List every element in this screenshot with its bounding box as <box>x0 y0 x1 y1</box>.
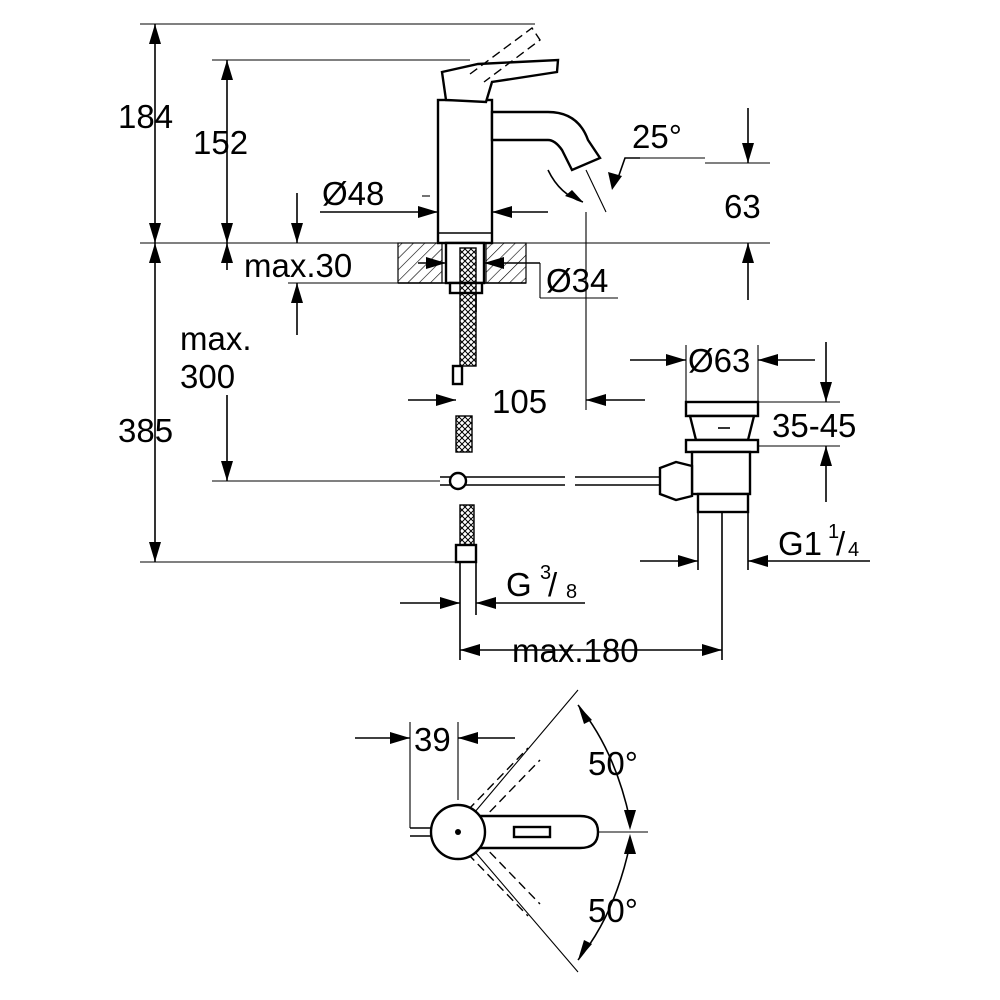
label-max-30: max.30 <box>244 247 352 284</box>
supply-hose-upper <box>459 247 477 367</box>
side-elevation-view <box>140 23 870 660</box>
label-reach-105: 105 <box>492 383 547 420</box>
supply-connector <box>454 543 478 564</box>
label-max-180: max.180 <box>512 632 639 669</box>
faucet-spout <box>490 110 602 172</box>
faucet-body <box>436 98 494 245</box>
label-angle-25: 25° <box>632 118 682 155</box>
swing-line-upper <box>457 689 579 833</box>
label-waste-thread: G1 <box>778 525 822 562</box>
lever-position-upper <box>467 747 541 823</box>
label-swing-top: 50° <box>588 745 638 782</box>
label-waste-thread-den: 4 <box>848 539 859 561</box>
lever-position-lower <box>467 841 541 917</box>
dim-reach-105 <box>408 212 645 410</box>
label-height-385: 385 <box>118 412 173 449</box>
label-supply-thread-den: 8 <box>566 581 577 603</box>
label-dia-48: Ø48 <box>322 175 384 212</box>
dim-dia-48 <box>320 195 548 218</box>
label-lever-39: 39 <box>414 721 451 758</box>
supply-hose-lower <box>459 504 475 546</box>
dim-max-300 <box>221 243 233 481</box>
faucet-lever <box>440 58 560 104</box>
dim-height-152 <box>221 60 233 243</box>
dim-lever-39 <box>355 722 515 828</box>
supply-hose-mid <box>455 415 473 453</box>
plan-view <box>355 689 648 973</box>
dim-height-63 <box>742 108 754 300</box>
label-supply-thread: G <box>506 566 532 603</box>
dim-dia-34 <box>418 257 618 299</box>
label-height-152: 152 <box>193 124 248 161</box>
dim-dia-63 <box>630 345 815 402</box>
label-height-63: 63 <box>724 188 761 225</box>
dim-waste-35-45 <box>758 342 840 502</box>
label-waste-thread-num: 1 <box>828 521 839 543</box>
label-height-184: 184 <box>118 98 173 135</box>
dim-height-184 <box>149 24 161 243</box>
waste-fitting <box>658 400 760 660</box>
label-dia-34: Ø34 <box>546 262 608 299</box>
label-max-300-line2: 300 <box>180 358 235 395</box>
label-waste-35-45: 35-45 <box>772 407 856 444</box>
lever-raised-position <box>469 26 541 83</box>
dim-supply-thread <box>400 597 585 609</box>
dim-waste-thread <box>640 555 870 567</box>
label-supply-thread-slash: / <box>548 566 558 603</box>
label-dia-63: Ø63 <box>688 342 750 379</box>
label-swing-bottom: 50° <box>588 892 638 929</box>
swing-line-lower <box>457 831 579 973</box>
label-max-300-line1: max. <box>180 320 252 357</box>
label-supply-thread-num: 3 <box>540 562 551 584</box>
dim-max-180 <box>460 644 722 656</box>
label-waste-thread-slash: / <box>836 525 846 562</box>
rod-joint <box>448 471 468 491</box>
dim-height-385 <box>149 243 161 562</box>
